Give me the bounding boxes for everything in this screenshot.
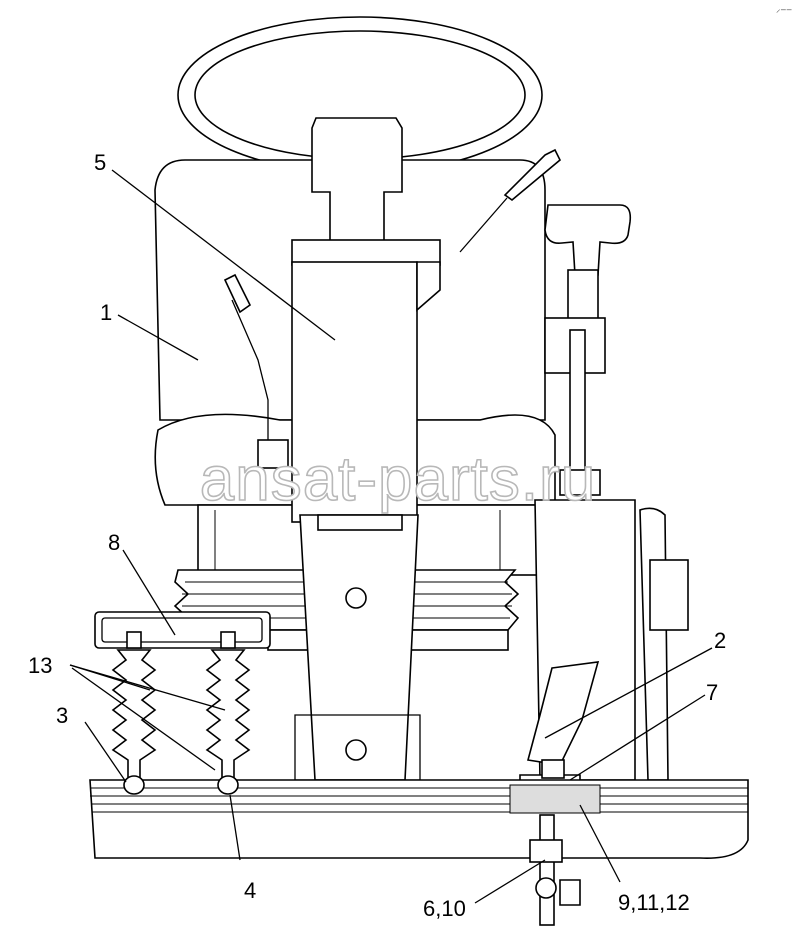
steering-column bbox=[291, 117, 441, 781]
pedal-rod bbox=[529, 814, 581, 926]
boot-right bbox=[205, 631, 251, 795]
callout-4: 4 bbox=[244, 878, 256, 903]
callout-5: 5 bbox=[94, 150, 106, 175]
left-lever bbox=[223, 273, 289, 469]
callout-13: 13 bbox=[28, 653, 52, 678]
corner-mark: ⸝‒‒ bbox=[776, 5, 792, 15]
callout-9-11-12: 9,11,12 bbox=[618, 890, 690, 915]
steering-wheel bbox=[177, 16, 543, 174]
t-handle-control bbox=[544, 204, 632, 496]
callout-8: 8 bbox=[108, 530, 120, 555]
watermark-text: ansat-parts.ru bbox=[200, 445, 597, 514]
right-lever bbox=[459, 148, 561, 253]
callout-3: 3 bbox=[56, 703, 68, 728]
callout-2: 2 bbox=[714, 628, 726, 653]
leader-lines bbox=[69, 169, 713, 904]
callout-6-10: 6,10 bbox=[423, 896, 466, 921]
callout-7: 7 bbox=[706, 680, 718, 705]
floor-plate bbox=[89, 779, 749, 859]
callout-1: 1 bbox=[100, 300, 112, 325]
pedal-bracket bbox=[94, 611, 271, 649]
